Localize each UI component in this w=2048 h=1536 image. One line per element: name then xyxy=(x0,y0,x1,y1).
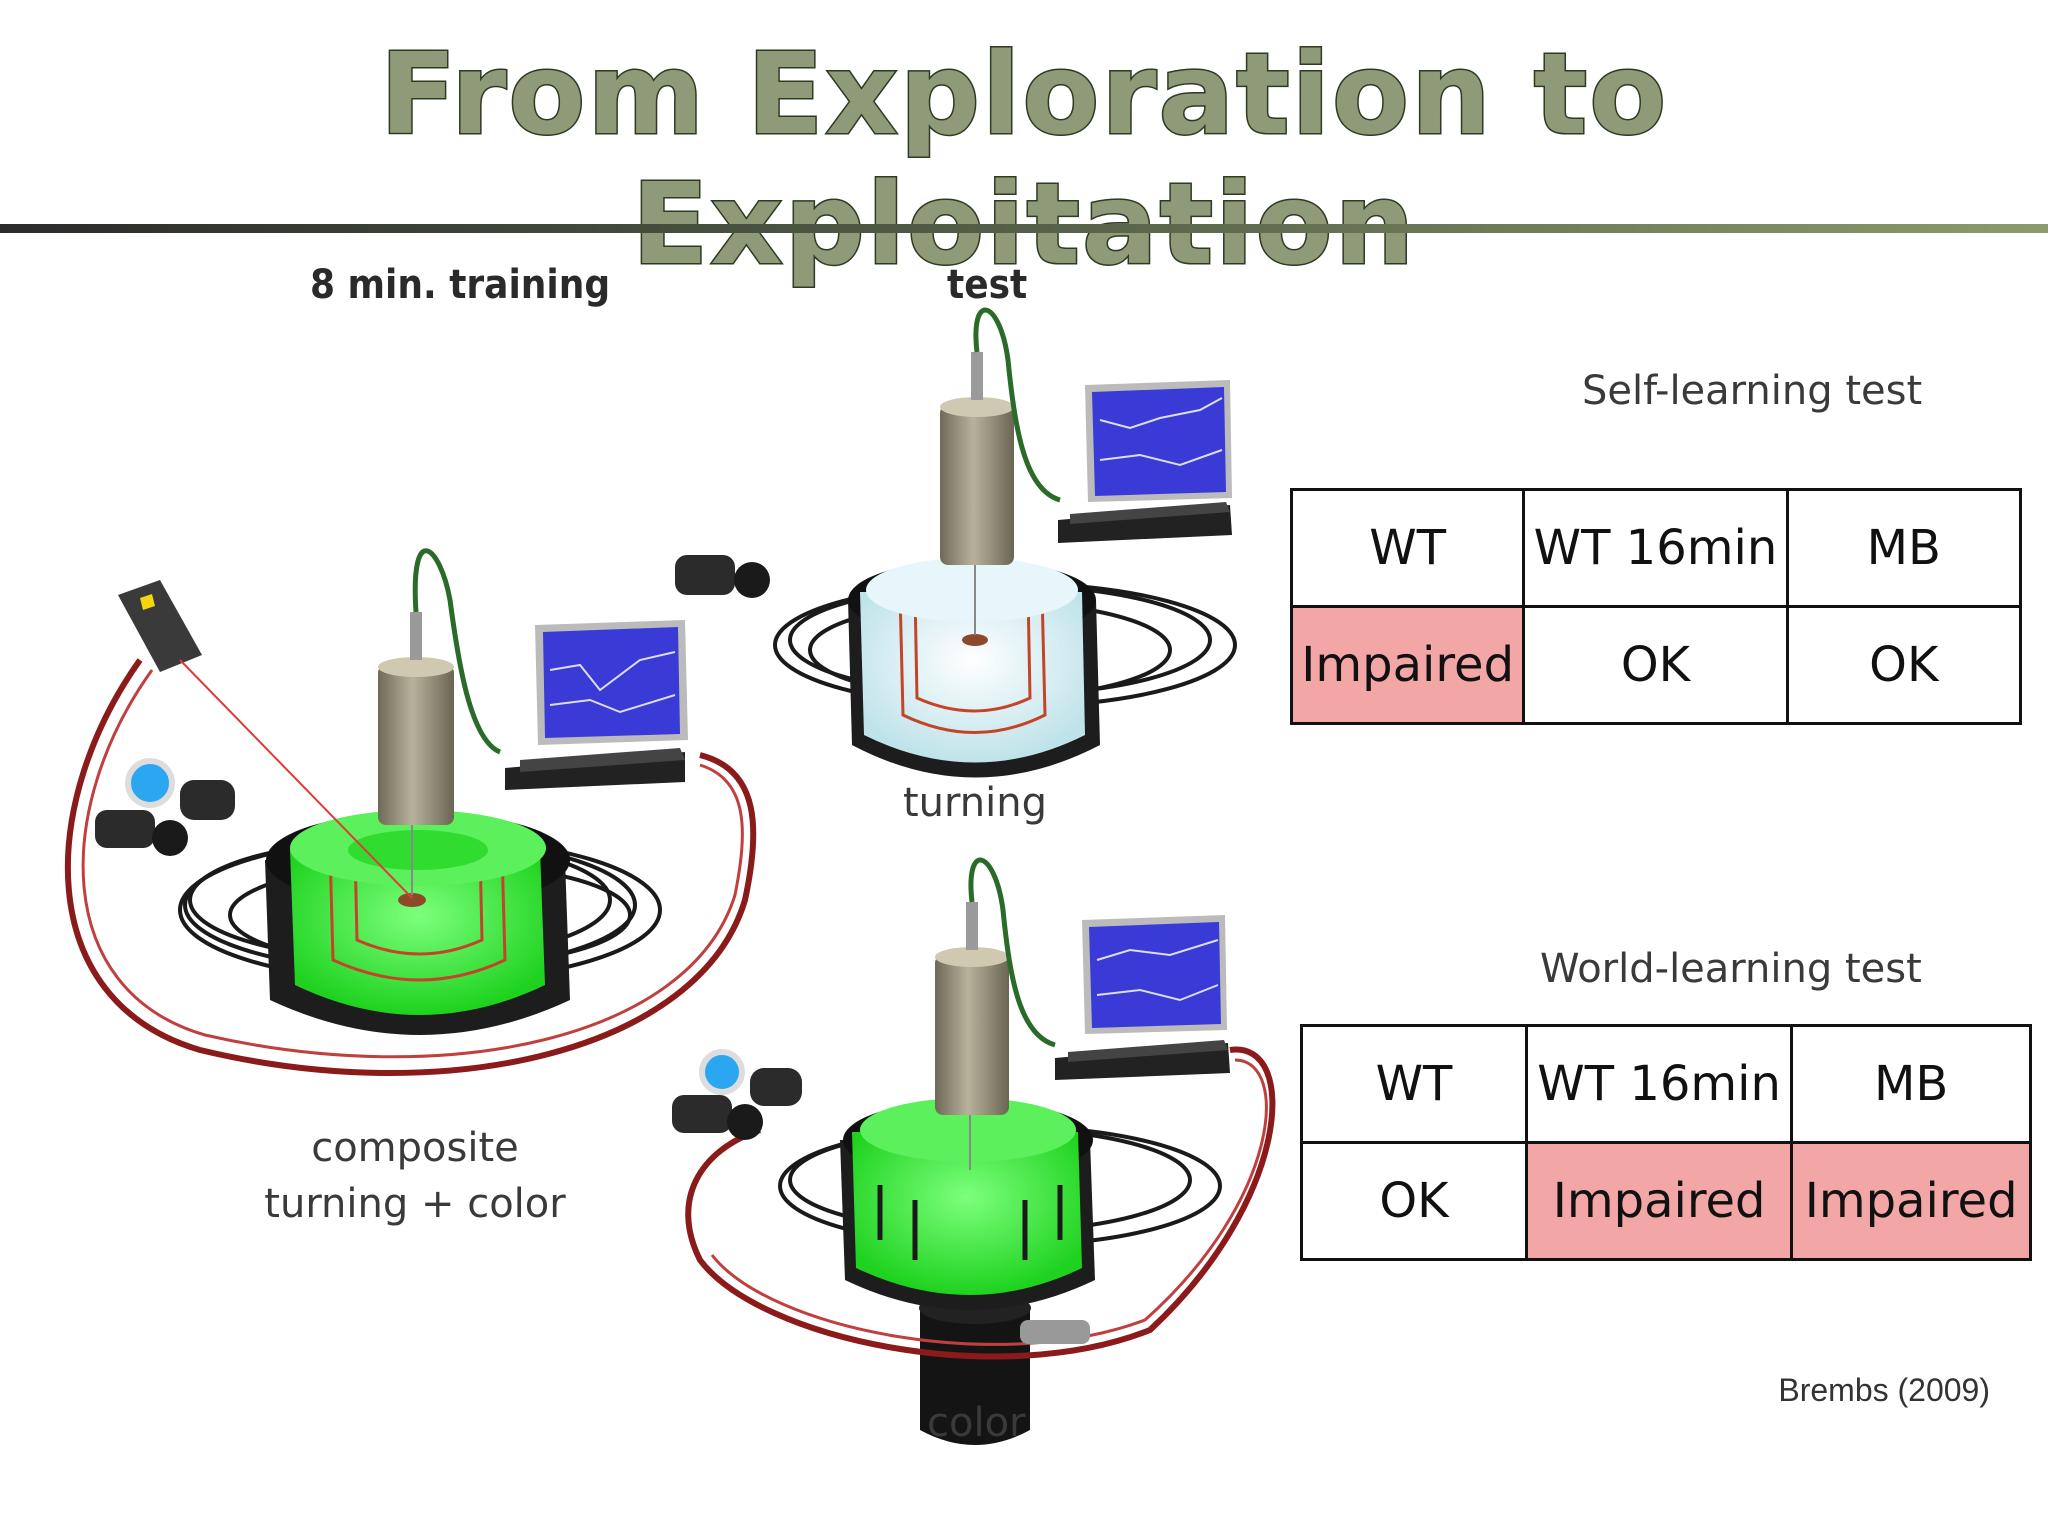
table-header-cell: WT xyxy=(1289,488,1526,608)
title-divider xyxy=(0,224,2048,233)
training-setup xyxy=(64,548,757,1076)
table-row: WT WT 16min MB xyxy=(1300,1024,2032,1144)
table-header-cell: MB xyxy=(1790,1024,2032,1144)
result-cell-impaired: Impaired xyxy=(1289,605,1526,725)
world-learning-table: WT WT 16min MB OK Impaired Impaired xyxy=(1300,1024,2032,1261)
table-header-cell: MB xyxy=(1785,488,2023,608)
table-header-cell: WT 16min xyxy=(1522,488,1789,608)
color-test-setup xyxy=(672,857,1276,1445)
turning-label: turning xyxy=(903,780,1047,826)
citation: Brembs (2009) xyxy=(1778,1372,1990,1408)
self-learning-title: Self-learning test xyxy=(1582,368,1923,414)
result-cell-impaired: Impaired xyxy=(1790,1141,2032,1261)
table-row: OK Impaired Impaired xyxy=(1300,1141,2032,1261)
composite-label-line2: turning + color xyxy=(264,1181,566,1227)
table-header-cell: WT 16min xyxy=(1524,1024,1794,1144)
color-label: color xyxy=(927,1400,1026,1446)
world-learning-title: World-learning test xyxy=(1540,946,1922,992)
test-label: test xyxy=(947,262,1028,308)
composite-label-line1: composite xyxy=(311,1125,519,1171)
result-cell-impaired: Impaired xyxy=(1524,1141,1794,1261)
turning-test-setup xyxy=(675,307,1237,778)
result-cell-ok: OK xyxy=(1785,605,2023,725)
composite-label: composite turning + color xyxy=(255,1120,575,1232)
self-learning-table: WT WT 16min MB Impaired OK OK xyxy=(1289,488,2023,725)
result-cell-ok: OK xyxy=(1522,605,1789,725)
table-row: Impaired OK OK xyxy=(1289,605,2023,725)
training-label: 8 min. training xyxy=(310,262,611,308)
table-header-cell: WT xyxy=(1300,1024,1528,1144)
result-cell-ok: OK xyxy=(1300,1141,1528,1261)
table-row: WT WT 16min MB xyxy=(1289,488,2023,608)
